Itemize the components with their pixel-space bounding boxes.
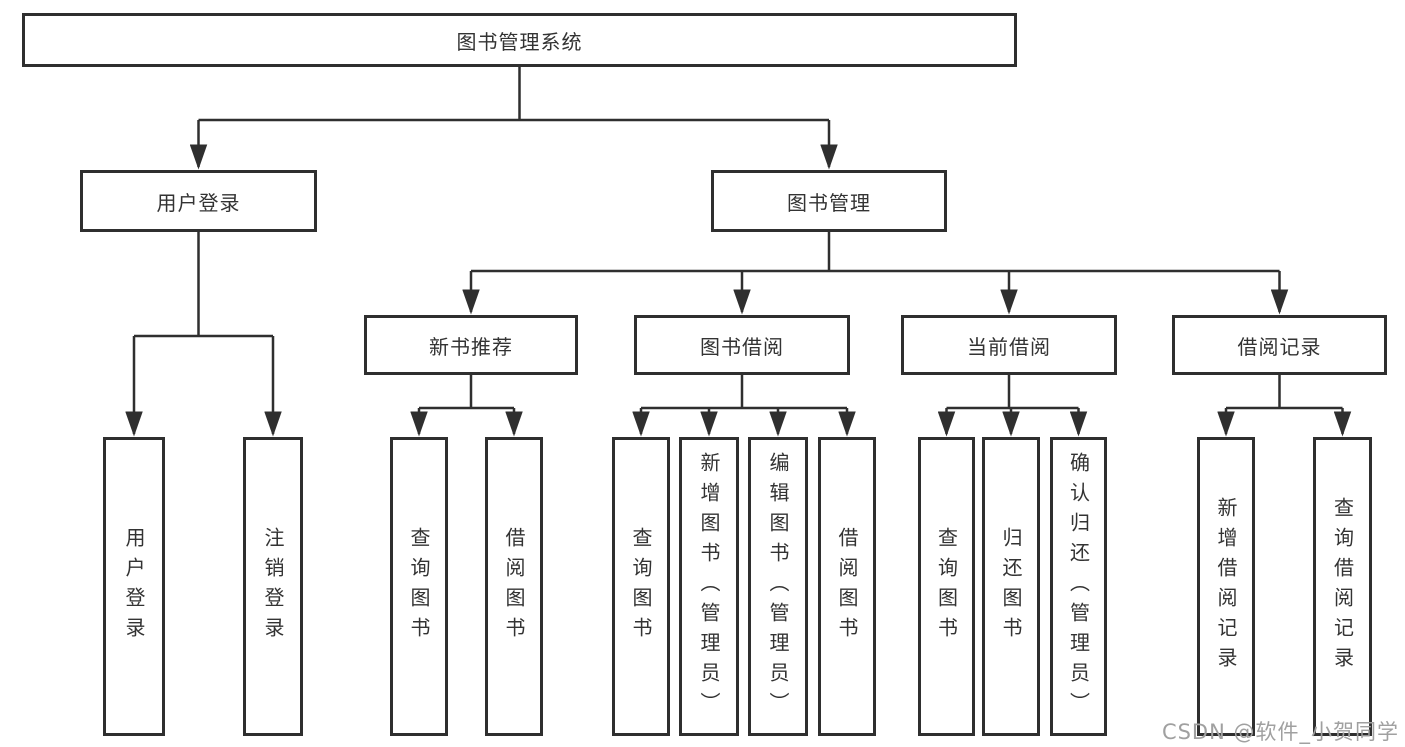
node-borrowing-records: 借阅记录 [1172, 315, 1387, 375]
leaf-query-books-recommend-label: 查询图书 [407, 526, 431, 647]
leaf-add-borrow-record-label: 新增借阅记录 [1214, 496, 1238, 677]
leaf-confirm-return-admin-label: 确认归还（管理员） [1066, 451, 1091, 722]
leaf-borrow-books-borrowing-label: 借阅图书 [835, 526, 859, 647]
leaf-borrow-books-borrowing: 借阅图书 [818, 437, 876, 736]
node-library-system: 图书管理系统 [22, 13, 1017, 67]
leaf-add-books-admin: 新增图书（管理员） [679, 437, 739, 736]
leaf-return-books: 归还图书 [982, 437, 1040, 736]
leaf-query-books-recommend: 查询图书 [390, 437, 448, 736]
leaf-add-borrow-record: 新增借阅记录 [1197, 437, 1255, 736]
leaf-user-login-label: 用户登录 [122, 526, 146, 647]
node-new-book-recommend: 新书推荐 [364, 315, 578, 375]
node-user-login: 用户登录 [80, 170, 317, 232]
leaf-query-borrow-record: 查询借阅记录 [1313, 437, 1372, 736]
node-book-borrowing: 图书借阅 [634, 315, 850, 375]
watermark: CSDN @软件_小贺同学 [1161, 720, 1399, 744]
node-current-borrowing: 当前借阅 [901, 315, 1117, 375]
leaf-add-books-admin-label: 新增图书（管理员） [697, 451, 721, 722]
leaf-logout-label: 注销登录 [261, 526, 285, 647]
leaf-query-books-current-label: 查询图书 [934, 526, 959, 647]
leaf-user-login: 用户登录 [103, 437, 165, 736]
leaf-logout: 注销登录 [243, 437, 303, 736]
leaf-query-books-borrowing-label: 查询图书 [629, 526, 653, 647]
leaf-borrow-books-recommend-label: 借阅图书 [502, 526, 526, 647]
leaf-edit-books-admin: 编辑图书（管理员） [748, 437, 808, 736]
leaf-confirm-return-admin: 确认归还（管理员） [1050, 437, 1107, 736]
leaf-query-books-current: 查询图书 [918, 437, 975, 736]
leaf-query-books-borrowing: 查询图书 [612, 437, 670, 736]
leaf-return-books-label: 归还图书 [999, 526, 1023, 647]
leaf-query-borrow-record-label: 查询借阅记录 [1330, 496, 1355, 677]
leaf-borrow-books-recommend: 借阅图书 [485, 437, 543, 736]
node-book-management: 图书管理 [711, 170, 947, 232]
leaf-edit-books-admin-label: 编辑图书（管理员） [766, 451, 790, 722]
